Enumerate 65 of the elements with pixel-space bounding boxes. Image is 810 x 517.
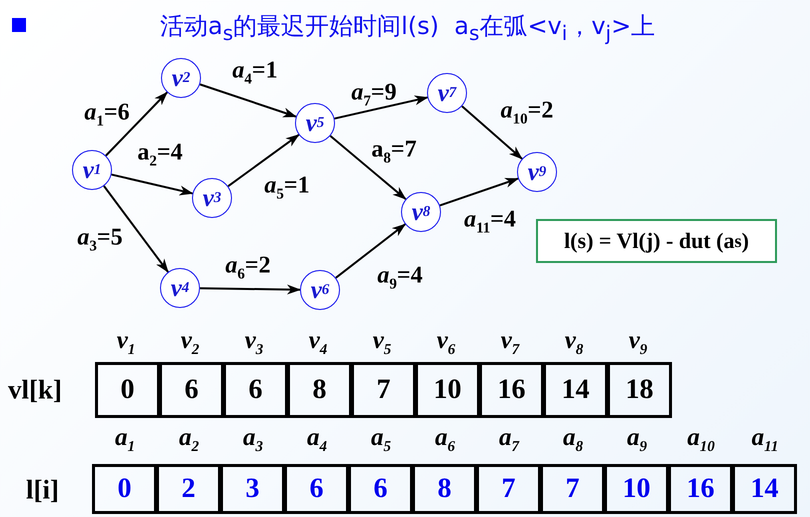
edge-label: a$_{10}$=2 xyxy=(500,98,554,128)
arrow xyxy=(103,185,169,273)
arrow xyxy=(335,223,406,279)
edge-label: a$_{1}$=6 xyxy=(84,100,130,130)
arrow xyxy=(200,284,301,295)
table-cell: 7 xyxy=(476,464,541,514)
column-header: v$_{3}$ xyxy=(244,328,264,358)
column-header: a$_{3}$ xyxy=(243,425,263,455)
edge-label: a$_{3}$=5 xyxy=(77,226,123,254)
row-header: vl[k] xyxy=(8,376,62,404)
column-header: a$_{5}$ xyxy=(371,425,391,455)
edge-label: a$_{7}$=9 xyxy=(351,80,397,110)
column-header: a$_{7}$ xyxy=(499,425,519,455)
arrow xyxy=(440,178,520,206)
edge-label: a$_{2}$=4 xyxy=(137,140,183,170)
table-cell: 14 xyxy=(732,464,797,514)
column-header: v$_{2}$ xyxy=(180,328,200,358)
column-header: v$_{1}$ xyxy=(116,328,136,358)
arrow xyxy=(105,92,168,156)
arrow xyxy=(461,105,523,160)
column-header: v$_{9}$ xyxy=(628,328,648,358)
arrow xyxy=(111,174,194,196)
table-cell: 18 xyxy=(607,362,672,418)
column-header: a$_{10}$ xyxy=(687,425,715,455)
column-header: v$_{5}$ xyxy=(372,328,392,358)
column-header: a$_{4}$ xyxy=(307,425,327,455)
table-cell: 14 xyxy=(543,362,608,418)
table-cell: 7 xyxy=(351,362,416,418)
column-header: a$_{11}$ xyxy=(752,425,778,455)
edge-label: a$_{11}$=4 xyxy=(464,208,516,236)
edge-label: a$_{6}$=2 xyxy=(225,254,271,282)
table-cell: 2 xyxy=(156,464,221,514)
table-cell: 3 xyxy=(220,464,285,514)
table-cell: 0 xyxy=(95,362,160,418)
column-header: v$_{8}$ xyxy=(564,328,584,358)
column-header: v$_{6}$ xyxy=(436,328,456,358)
row-header: l[i] xyxy=(26,476,59,504)
table-cell: 6 xyxy=(159,362,224,418)
table-cell: 16 xyxy=(668,464,733,514)
column-header: v$_{4}$ xyxy=(308,328,328,358)
table-cell: 7 xyxy=(540,464,605,514)
title: 活动a$_{s}$的最迟开始时间l(s) a$_{s}$在弧<v$_{i}$，v$_{j}$>上 xyxy=(160,11,656,45)
edge-label: a$_{5}$=1 xyxy=(264,174,310,202)
table-cell: 8 xyxy=(412,464,477,514)
arrow xyxy=(228,134,300,188)
table-cell: 6 xyxy=(348,464,413,514)
arrow xyxy=(334,95,428,120)
column-header: a$_{6}$ xyxy=(435,425,455,455)
column-header: a$_{1}$ xyxy=(115,425,135,455)
table-cell: 6 xyxy=(223,362,288,418)
edge-label: a$_{4}$=1 xyxy=(232,58,278,88)
column-header: v$_{7}$ xyxy=(500,328,520,358)
table-cell: 16 xyxy=(479,362,544,418)
edge-label: a$_{9}$=4 xyxy=(377,264,423,292)
column-header: a$_{2}$ xyxy=(179,425,199,455)
arrow xyxy=(330,135,406,200)
arrow xyxy=(200,83,297,118)
table-cell: 10 xyxy=(415,362,480,418)
edge-label: a$_{8}$=7 xyxy=(371,138,417,166)
table-cell: 0 xyxy=(92,464,157,514)
table-cell: 8 xyxy=(287,362,352,418)
column-header: a$_{9}$ xyxy=(627,425,647,455)
column-header: a$_{8}$ xyxy=(563,425,583,455)
table-cell: 6 xyxy=(284,464,349,514)
table-cell: 10 xyxy=(604,464,669,514)
